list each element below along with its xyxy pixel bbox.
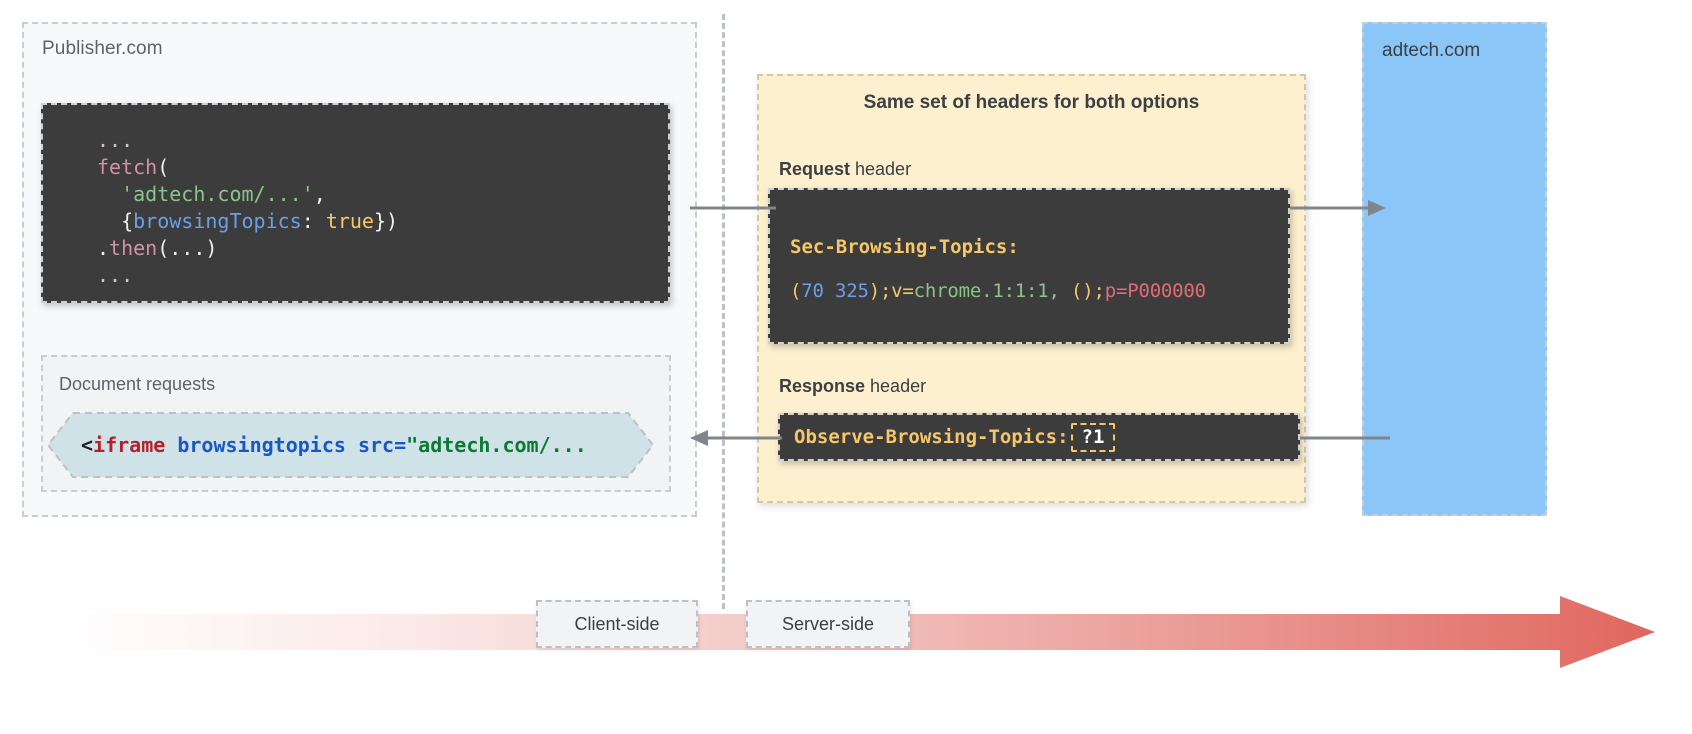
fetch-code-block: ... fetch( 'adtech.com/...', {browsingTo…	[41, 103, 670, 303]
client-server-divider	[722, 14, 725, 609]
value-token-empty-paren: ()	[1059, 280, 1094, 302]
arrow-publisher-to-headers	[690, 206, 776, 210]
request-header-label-rest: header	[850, 159, 912, 179]
document-requests-label: Document requests	[59, 374, 216, 394]
arrow-adtech-to-headers	[1300, 436, 1390, 440]
iframe-token-src-attr: src=	[357, 433, 407, 457]
response-header-name: Observe-Browsing-Topics:	[794, 426, 1069, 448]
iframe-token-open-bracket: <	[81, 433, 94, 457]
iframe-token-tagname: iframe	[93, 433, 166, 457]
request-header-label-bold: Request	[779, 159, 851, 179]
value-token-version-value: chrome.1:1:1,	[913, 280, 1060, 302]
server-side-chip: Server-side	[746, 600, 910, 648]
publisher-panel-label: Publisher.com	[42, 38, 163, 59]
adtech-panel-label: adtech.com	[1382, 40, 1481, 61]
value-token-version-key: ;v=	[879, 280, 914, 302]
response-header-label-rest: header	[865, 376, 927, 396]
iframe-token-src-value: "adtech.com/...	[406, 433, 587, 457]
code-line-ellipsis-bottom: ...	[97, 263, 134, 287]
request-header-code-block: Sec-Browsing-Topics: (70 325);v=chrome.1…	[768, 188, 1290, 344]
adtech-panel	[1362, 22, 1547, 516]
response-header-label: Response header	[779, 376, 926, 397]
request-header-value: (70 325);v=chrome.1:1:1, ();p=P000000	[790, 280, 1206, 302]
arrow-headers-to-publisher	[690, 430, 782, 446]
iframe-snippet-text: <iframe browsingtopics src="adtech.com/.…	[81, 412, 587, 478]
code-token-then: then	[109, 236, 158, 260]
code-token-browsingtopics: browsingTopics	[133, 209, 302, 233]
iframe-token-browsingtopics-attr: browsingtopics	[165, 433, 358, 457]
value-token-semicolon: ;	[1093, 280, 1105, 302]
code-token-fetch: fetch	[97, 155, 158, 179]
code-token-url-string: 'adtech.com/...'	[121, 182, 314, 206]
request-header-label: Request header	[779, 159, 911, 180]
value-token-paren-open: (	[790, 280, 802, 302]
code-token-paren-open: (	[157, 155, 170, 179]
code-line-ellipsis-top: ...	[97, 128, 134, 152]
iframe-snippet-chip: <iframe browsingtopics src="adtech.com/.…	[47, 412, 654, 478]
code-token-dot: .	[97, 236, 110, 260]
code-token-brace-close: })	[373, 209, 399, 233]
request-header-name: Sec-Browsing-Topics:	[790, 236, 1019, 258]
response-header-code-block: Observe-Browsing-Topics: ?1	[778, 413, 1300, 461]
headers-panel-title: Same set of headers for both options	[863, 92, 1200, 113]
value-token-padding: p=P000000	[1104, 280, 1206, 302]
code-token-then-args: (...)	[157, 236, 218, 260]
code-token-comma: ,	[313, 182, 326, 206]
client-side-chip: Client-side	[536, 600, 698, 648]
value-token-topic-ids: 70 325	[801, 280, 869, 302]
code-token-brace-open: {	[121, 209, 134, 233]
chip-shape	[47, 412, 654, 478]
observe-browsing-topics-value: ?1	[1070, 422, 1116, 452]
code-token-true: true	[325, 209, 374, 233]
value-token-paren-close: )	[868, 280, 880, 302]
arrow-headers-to-adtech	[1290, 200, 1386, 216]
response-header-label-bold: Response	[779, 376, 866, 396]
code-token-colon: :	[301, 209, 326, 233]
